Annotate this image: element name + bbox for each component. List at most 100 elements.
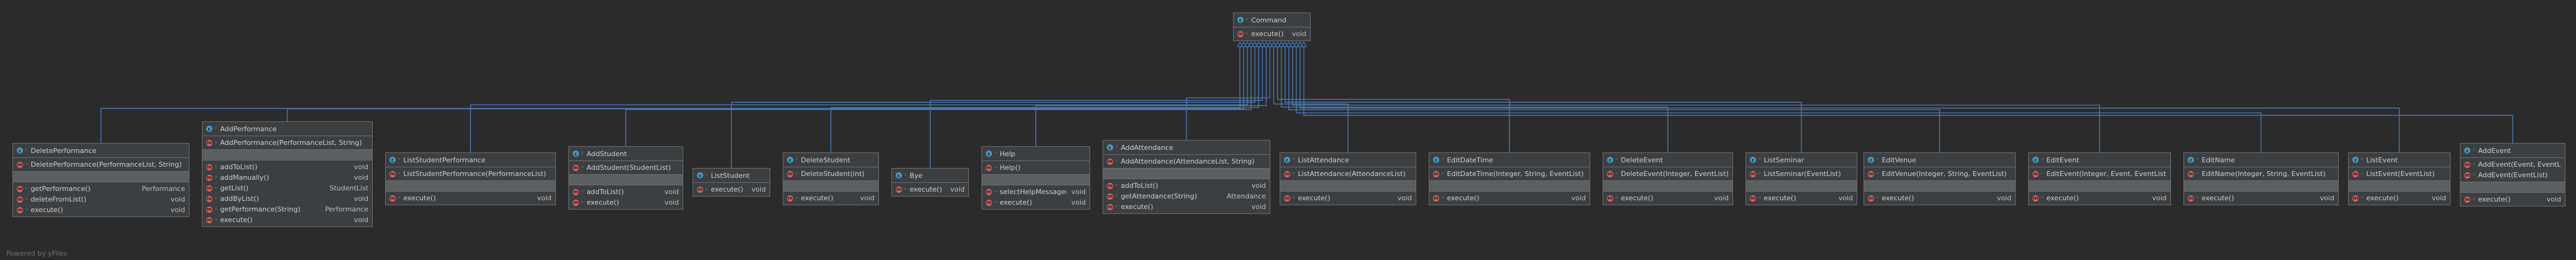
method-row[interactable]: m◦execute()void [892, 184, 968, 195]
class-header[interactable]: c◦AddStudent [569, 147, 683, 161]
public-visibility-icon: ◦ [2472, 196, 2476, 203]
class-node-editevent[interactable]: c◦EditEvent m◦EditEvent(Integer, Event, E… [2028, 152, 2171, 205]
constructor-row[interactable]: m◦EditVenue(Integer, String, EventList) [1864, 169, 2015, 179]
class-header[interactable]: c◦AddEvent [2460, 144, 2565, 158]
member-signature: selectHelpMessage() [999, 188, 1067, 196]
constructor-row[interactable]: m◦ListEvent(EventList) [2349, 169, 2450, 179]
method-icon: m [206, 164, 212, 170]
class-node-listattendance[interactable]: c◦ListAttendance m◦ListAttendance(Attenda… [1280, 152, 1416, 205]
method-row[interactable]: m◦execute()void [1746, 193, 1857, 203]
class-node-listevent[interactable]: c◦ListEvent m◦ListEvent(EventList) m◦execu… [2348, 152, 2451, 205]
public-visibility-icon: ◦ [1115, 144, 1119, 151]
class-node-liststudentperformance[interactable]: c◦ListStudentPerformance m◦ListStudentPer… [385, 152, 556, 205]
method-row[interactable]: m◦execute()void [2460, 194, 2565, 205]
method-row[interactable]: m◦execute()void [13, 205, 189, 215]
method-row[interactable]: m◦getAttendance(String)Attendance [1103, 191, 1270, 202]
method-row[interactable]: m◦execute()void [2184, 193, 2338, 203]
method-row[interactable]: m◦execute()void [2349, 193, 2450, 203]
implements-edge-help [1035, 47, 1267, 146]
constructor-row[interactable]: m◦DeleteStudent(int) [783, 169, 878, 179]
class-header[interactable]: c◦EditName [2184, 153, 2338, 167]
constructor-row[interactable]: m◦AddStudent(StudentList) [569, 162, 683, 173]
constructor-row[interactable]: m◦AddEvent(Event, EventList) [2460, 159, 2565, 170]
class-node-editvenue[interactable]: c◦EditVenue m◦EditVenue(Integer, String, … [1864, 152, 2016, 205]
constructor-row[interactable]: m◦DeletePerformance(PerformanceList, Str… [13, 159, 189, 170]
class-header[interactable]: c◦ListStudent [693, 169, 770, 183]
method-row[interactable]: m◦addToList()void [1103, 180, 1270, 191]
constructor-row[interactable]: m◦ListAttendance(AttendanceList) [1280, 169, 1416, 179]
class-header[interactable]: c◦ListStudentPerformance [386, 153, 555, 167]
constructor-row[interactable]: m◦AddEvent(EventList) [2460, 170, 2565, 180]
method-row[interactable]: m◦execute()void [982, 197, 1090, 208]
class-header[interactable]: c◦ListSeminar [1746, 153, 1857, 167]
class-node-deletestudent[interactable]: c◦DeleteStudent m◦DeleteStudent(int) m◦exe… [783, 152, 879, 205]
class-node-command[interactable]: c◦Command m◦execute()void [1233, 12, 1311, 41]
constructor-row[interactable]: m◦ListSeminar(EventList) [1746, 169, 1857, 179]
constructor-row[interactable]: m◦AddPerformance(PerformanceList, String… [203, 137, 372, 148]
method-row[interactable]: m◦execute()void [1429, 193, 1590, 203]
class-header[interactable]: c◦ListAttendance [1280, 153, 1416, 167]
method-icon: m [17, 207, 23, 213]
class-header[interactable]: c◦EditDateTime [1429, 153, 1590, 167]
method-row[interactable]: m◦deleteFromList()void [13, 194, 189, 205]
method-row[interactable]: m◦addManually()void [203, 172, 372, 183]
class-node-listseminar[interactable]: c◦ListSeminar m◦ListSeminar(EventList) m◦e… [1745, 152, 1857, 205]
constructor-row[interactable]: m◦EditName(Integer, String, EventList) [2184, 169, 2338, 179]
class-header[interactable]: c◦ListEvent [2349, 153, 2450, 167]
constructor-row[interactable]: m◦AddAttendance(AttendanceList, String) [1103, 156, 1270, 167]
fields-section [203, 150, 372, 160]
method-row[interactable]: m◦execute()void [2029, 193, 2170, 203]
method-row[interactable]: m◦getPerformance(String)Performance [203, 204, 372, 215]
class-header[interactable]: c◦DeletePerformance [13, 144, 189, 158]
constructor-row[interactable]: m◦DeleteEvent(Integer, EventList) [1603, 169, 1732, 179]
class-node-editdatetime[interactable]: c◦EditDateTime m◦EditDateTime(Integer, St… [1429, 152, 1590, 205]
class-node-deleteevent[interactable]: c◦DeleteEvent m◦DeleteEvent(Integer, Even… [1603, 152, 1733, 205]
method-row[interactable]: m◦addToList()void [203, 162, 372, 172]
method-row[interactable]: m◦addToList()void [569, 187, 683, 197]
class-header[interactable]: c◦AddAttendance [1103, 141, 1270, 155]
fields-section [13, 172, 189, 182]
constructor-row[interactable]: m◦ListStudentPerformance(PerformanceList… [386, 169, 555, 179]
class-header[interactable]: c◦EditEvent [2029, 153, 2170, 167]
class-header[interactable]: c◦Bye [892, 169, 968, 183]
method-row[interactable]: m◦addByList()void [203, 193, 372, 204]
method-row[interactable]: m◦getPerformance()Performance [13, 183, 189, 194]
method-row[interactable]: m◦execute()void [1234, 29, 1310, 39]
constructor-row[interactable]: m◦EditEvent(Integer, Event, EventList) [2029, 169, 2170, 179]
class-header[interactable]: c◦Help [982, 147, 1090, 161]
class-header[interactable]: c◦Command [1234, 13, 1310, 27]
method-row[interactable]: m◦execute()void [1103, 202, 1270, 212]
class-header[interactable]: c◦DeleteStudent [783, 153, 878, 167]
class-header[interactable]: c◦EditVenue [1864, 153, 2015, 167]
method-row[interactable]: m◦execute()void [1280, 193, 1416, 203]
method-row[interactable]: m◦getList()StudentList [203, 183, 372, 193]
constructor-row[interactable]: m◦Help() [982, 162, 1090, 173]
method-row[interactable]: m◦execute()void [203, 215, 372, 225]
implements-edge-listevent [1299, 47, 2400, 152]
constructors-section: m◦AddPerformance(PerformanceList, String… [203, 136, 372, 150]
method-row[interactable]: m◦selectHelpMessage()void [982, 187, 1090, 197]
class-header[interactable]: c◦AddPerformance [203, 122, 372, 136]
class-header[interactable]: c◦DeleteEvent [1603, 153, 1732, 167]
class-node-editname[interactable]: c◦EditName m◦EditName(Integer, String, Ev… [2183, 152, 2339, 205]
method-row[interactable]: m◦execute()void [386, 193, 555, 203]
method-row[interactable]: m◦execute()void [569, 197, 683, 208]
constructor-row[interactable]: m◦EditDateTime(Integer, String, EventLis… [1429, 169, 1590, 179]
method-row[interactable]: m◦execute()void [783, 193, 878, 203]
methods-section: m◦execute()void [783, 192, 878, 205]
method-row[interactable]: m◦execute()void [693, 184, 770, 195]
method-icon: m [2188, 170, 2194, 177]
member-signature: execute() [403, 194, 436, 202]
method-row[interactable]: m◦execute()void [1864, 193, 2015, 203]
class-name: DeleteStudent [801, 156, 850, 164]
method-row[interactable]: m◦execute()void [1603, 193, 1732, 203]
member-return-type: void [1291, 30, 1306, 38]
